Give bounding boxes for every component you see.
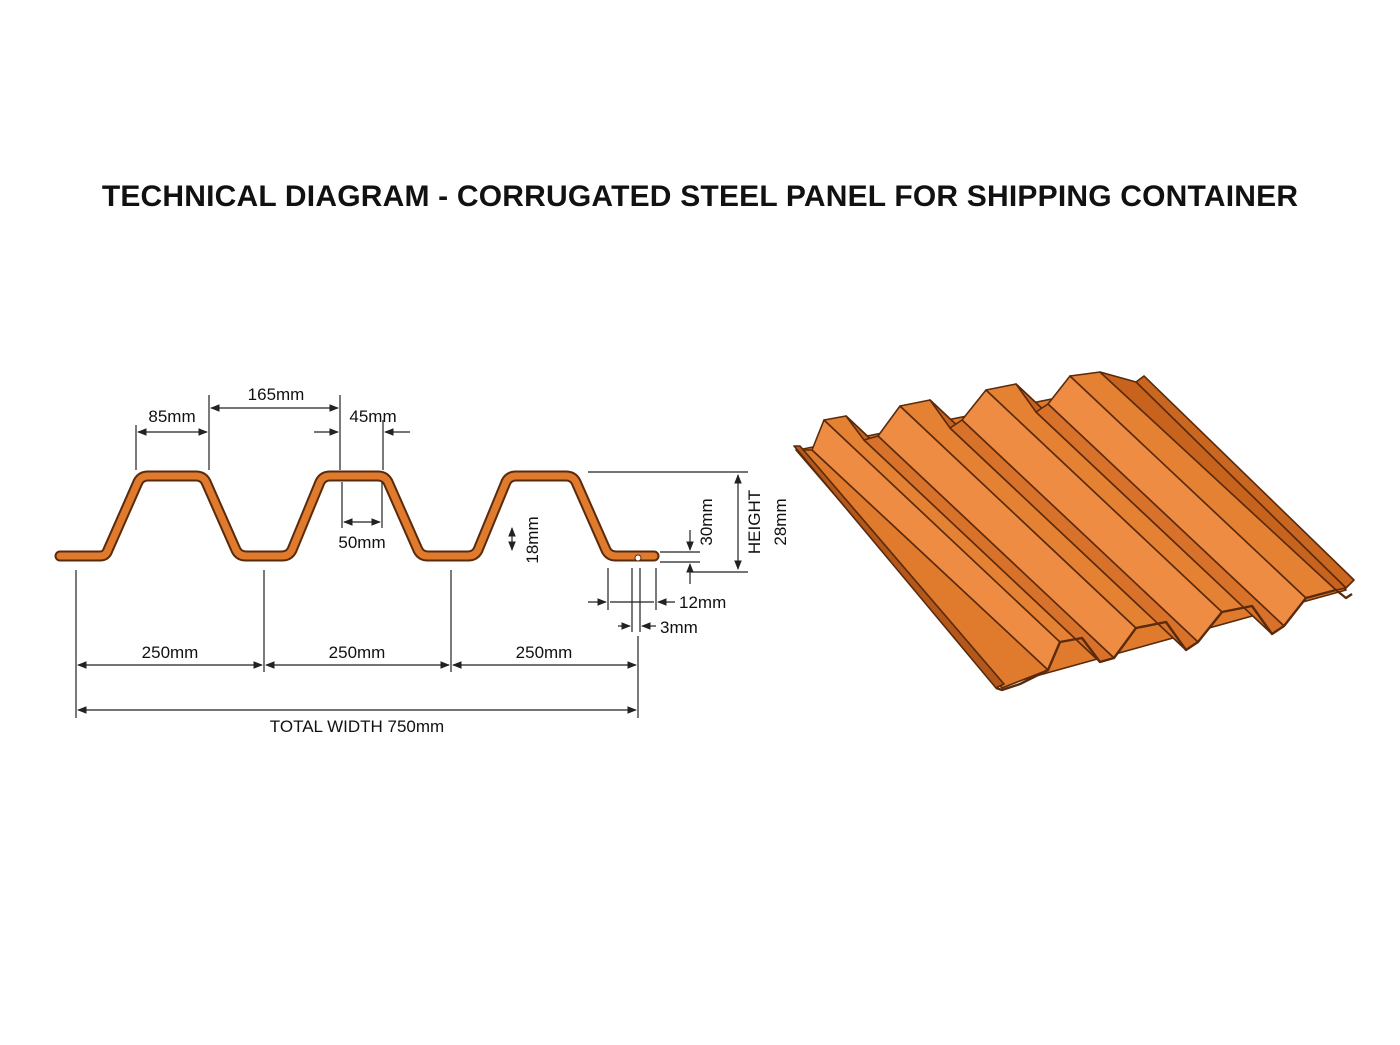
dim-height-value: 28mm — [771, 498, 790, 545]
dim-module-3: 250mm — [516, 643, 573, 662]
dim-height-label: HEIGHT — [745, 490, 764, 554]
dim-thickness: 3mm — [660, 618, 698, 637]
dim-edge-lip: 12mm — [679, 593, 726, 612]
dim-pitch-gap: 165mm — [248, 385, 305, 404]
dim-rib-depth: 18mm — [523, 516, 542, 563]
dim-module-2: 250mm — [329, 643, 386, 662]
dim-valley: 50mm — [338, 533, 385, 552]
dim-crest-top: 85mm — [148, 407, 195, 426]
dim-total-width: TOTAL WIDTH 750mm — [270, 717, 444, 736]
dim-module-1: 250mm — [142, 643, 199, 662]
dim-crest-flat: 45mm — [349, 407, 396, 426]
dim-side-rise: 30mm — [697, 498, 716, 545]
page-title: TECHNICAL DIAGRAM - CORRUGATED STEEL PAN… — [101, 180, 1299, 213]
